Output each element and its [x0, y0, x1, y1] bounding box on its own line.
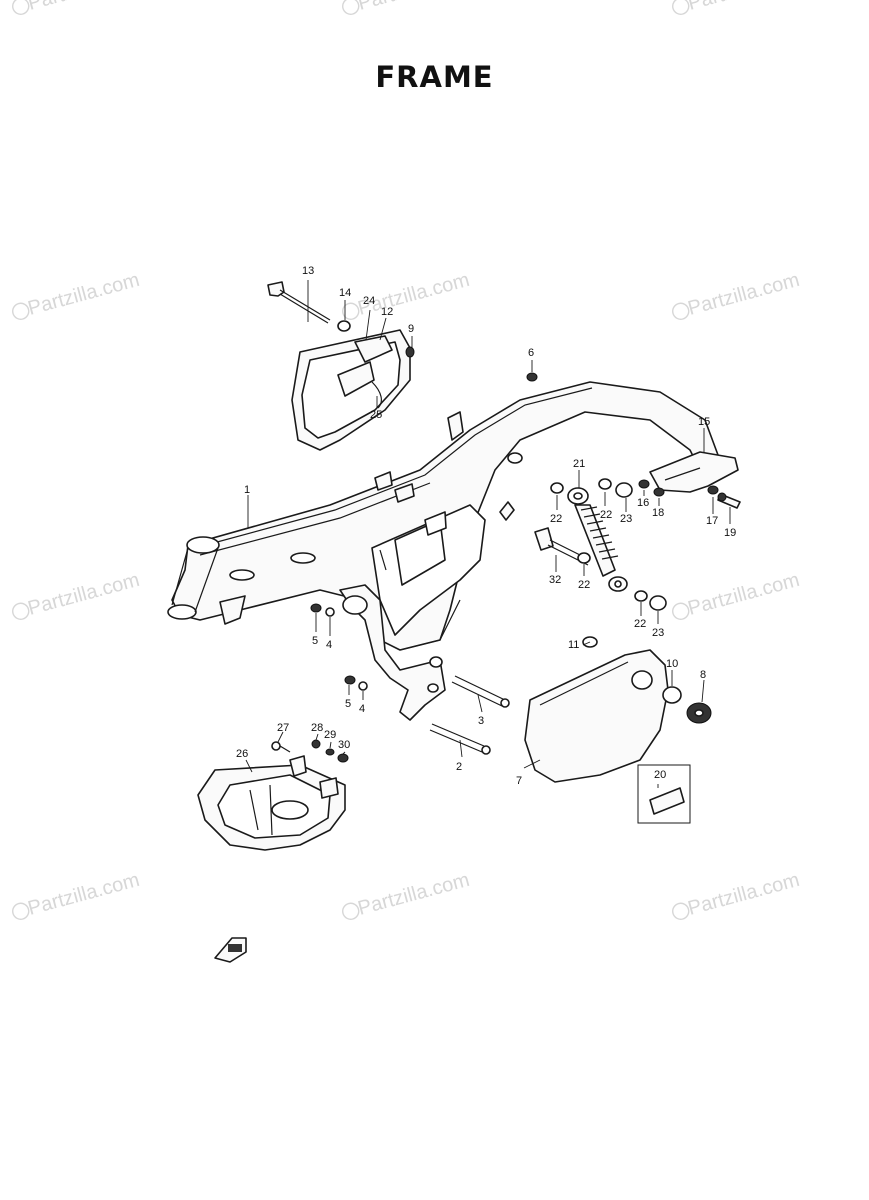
- watermark: Partzilla.com: [12, 269, 142, 320]
- callout-18: 18: [652, 507, 664, 519]
- nut-30: [337, 753, 349, 763]
- nut-17: [707, 485, 719, 495]
- knob-8: [686, 702, 712, 724]
- svg-text:Partzilla.com: Partzilla.com: [356, 869, 472, 920]
- callout-23a: 23: [620, 513, 632, 525]
- bolt-19: [717, 492, 741, 509]
- watermark: Partzilla.com: [342, 269, 472, 320]
- washer-4b: [358, 681, 368, 691]
- callout-24: 24: [363, 295, 375, 307]
- rear-bracket-15: [649, 451, 739, 493]
- washer-22a: [550, 482, 564, 494]
- washer-22c: [577, 552, 591, 564]
- washer-22d: [634, 590, 648, 602]
- callout-21: 21: [573, 458, 585, 470]
- callout-5b: 5: [345, 698, 351, 710]
- washer-22b: [598, 478, 612, 490]
- bolt-13: [267, 281, 331, 324]
- callout-17: 17: [706, 515, 718, 527]
- callout-28: 28: [311, 722, 323, 734]
- engine-mount: [339, 584, 446, 721]
- callout-6: 6: [528, 347, 534, 359]
- page-title: FRAME: [375, 60, 494, 94]
- callout-8: 8: [700, 669, 706, 681]
- callout-14: 14: [339, 287, 351, 299]
- callout-3: 3: [478, 715, 484, 727]
- svg-text:Partzilla.com: Partzilla.com: [26, 0, 142, 15]
- bolt-2: [429, 723, 491, 755]
- callout-22b: 22: [600, 509, 612, 521]
- washer-18: [653, 487, 665, 497]
- watermark: Partzilla.com: [672, 0, 802, 15]
- front-arrow-badge: [214, 937, 247, 963]
- watermark: Partzilla.com: [672, 569, 802, 620]
- callout-1: 1: [244, 484, 250, 496]
- air-cleaner-case: [291, 329, 415, 451]
- callout-22d: 22: [634, 618, 646, 630]
- label-20: [637, 764, 691, 824]
- washer-28: [311, 739, 321, 749]
- nut-5a: [310, 603, 322, 613]
- callout-26: 26: [236, 748, 248, 760]
- callout-5a: 5: [312, 635, 318, 647]
- callout-labels: 1 13 14 24 12 9 25 6 15 21 22 22 23 16 1…: [236, 265, 736, 787]
- svg-text:Partzilla.com: Partzilla.com: [356, 0, 472, 15]
- cap-23b: [649, 595, 667, 611]
- bolt-27: [271, 741, 291, 753]
- watermark: Partzilla.com: [342, 869, 472, 920]
- watermark: Partzilla.com: [12, 869, 142, 920]
- steering-head-bottom: [167, 604, 197, 620]
- svg-text:Partzilla.com: Partzilla.com: [26, 869, 142, 920]
- callout-32: 32: [549, 574, 561, 586]
- washer-14: [337, 320, 351, 332]
- callout-15: 15: [698, 416, 710, 428]
- svg-text:Partzilla.com: Partzilla.com: [686, 569, 802, 620]
- callout-2: 2: [456, 761, 462, 773]
- callout-10: 10: [666, 658, 678, 670]
- leader-lines: [245, 280, 731, 788]
- callout-4a: 4: [326, 639, 332, 651]
- washer-4a: [325, 607, 335, 617]
- watermark: Partzilla.com: [12, 569, 142, 620]
- callout-22a: 22: [550, 513, 562, 525]
- callout-16: 16: [637, 497, 649, 509]
- under-tray-26: [197, 755, 346, 851]
- svg-text:Partzilla.com: Partzilla.com: [26, 269, 142, 320]
- steering-head-top: [186, 536, 220, 554]
- callout-27: 27: [277, 722, 289, 734]
- callout-22c: 22: [578, 579, 590, 591]
- callout-30: 30: [338, 739, 350, 751]
- watermark: Partzilla.com: [342, 0, 472, 15]
- callout-11: 11: [568, 639, 579, 651]
- callout-29: 29: [324, 729, 336, 741]
- watermark: Partzilla.com: [12, 0, 142, 15]
- callout-7: 7: [516, 775, 522, 787]
- callout-19: 19: [724, 527, 736, 539]
- callout-4b: 4: [359, 703, 365, 715]
- washer-29: [325, 748, 335, 756]
- watermark: Partzilla.com: [672, 269, 802, 320]
- nut-16: [638, 479, 650, 489]
- shock-absorber-21: [567, 487, 628, 592]
- callout-25: 25: [370, 409, 382, 421]
- cap-23a: [615, 482, 633, 498]
- nut-6: [526, 372, 538, 382]
- grommet-10: [662, 686, 682, 704]
- svg-text:Partzilla.com: Partzilla.com: [26, 569, 142, 620]
- watermark: Partzilla.com: [672, 869, 802, 920]
- bolt-3: [451, 675, 510, 708]
- svg-text:Partzilla.com: Partzilla.com: [686, 869, 802, 920]
- callout-20: 20: [654, 769, 666, 781]
- callout-13: 13: [302, 265, 314, 277]
- callout-9: 9: [408, 323, 414, 335]
- callout-12: 12: [381, 306, 393, 318]
- frame-main: [167, 381, 719, 721]
- svg-text:Partzilla.com: Partzilla.com: [686, 0, 802, 15]
- nut-5b: [344, 675, 356, 685]
- svg-text:Partzilla.com: Partzilla.com: [686, 269, 802, 320]
- callout-23b: 23: [652, 627, 664, 639]
- side-cover-7: [524, 649, 669, 783]
